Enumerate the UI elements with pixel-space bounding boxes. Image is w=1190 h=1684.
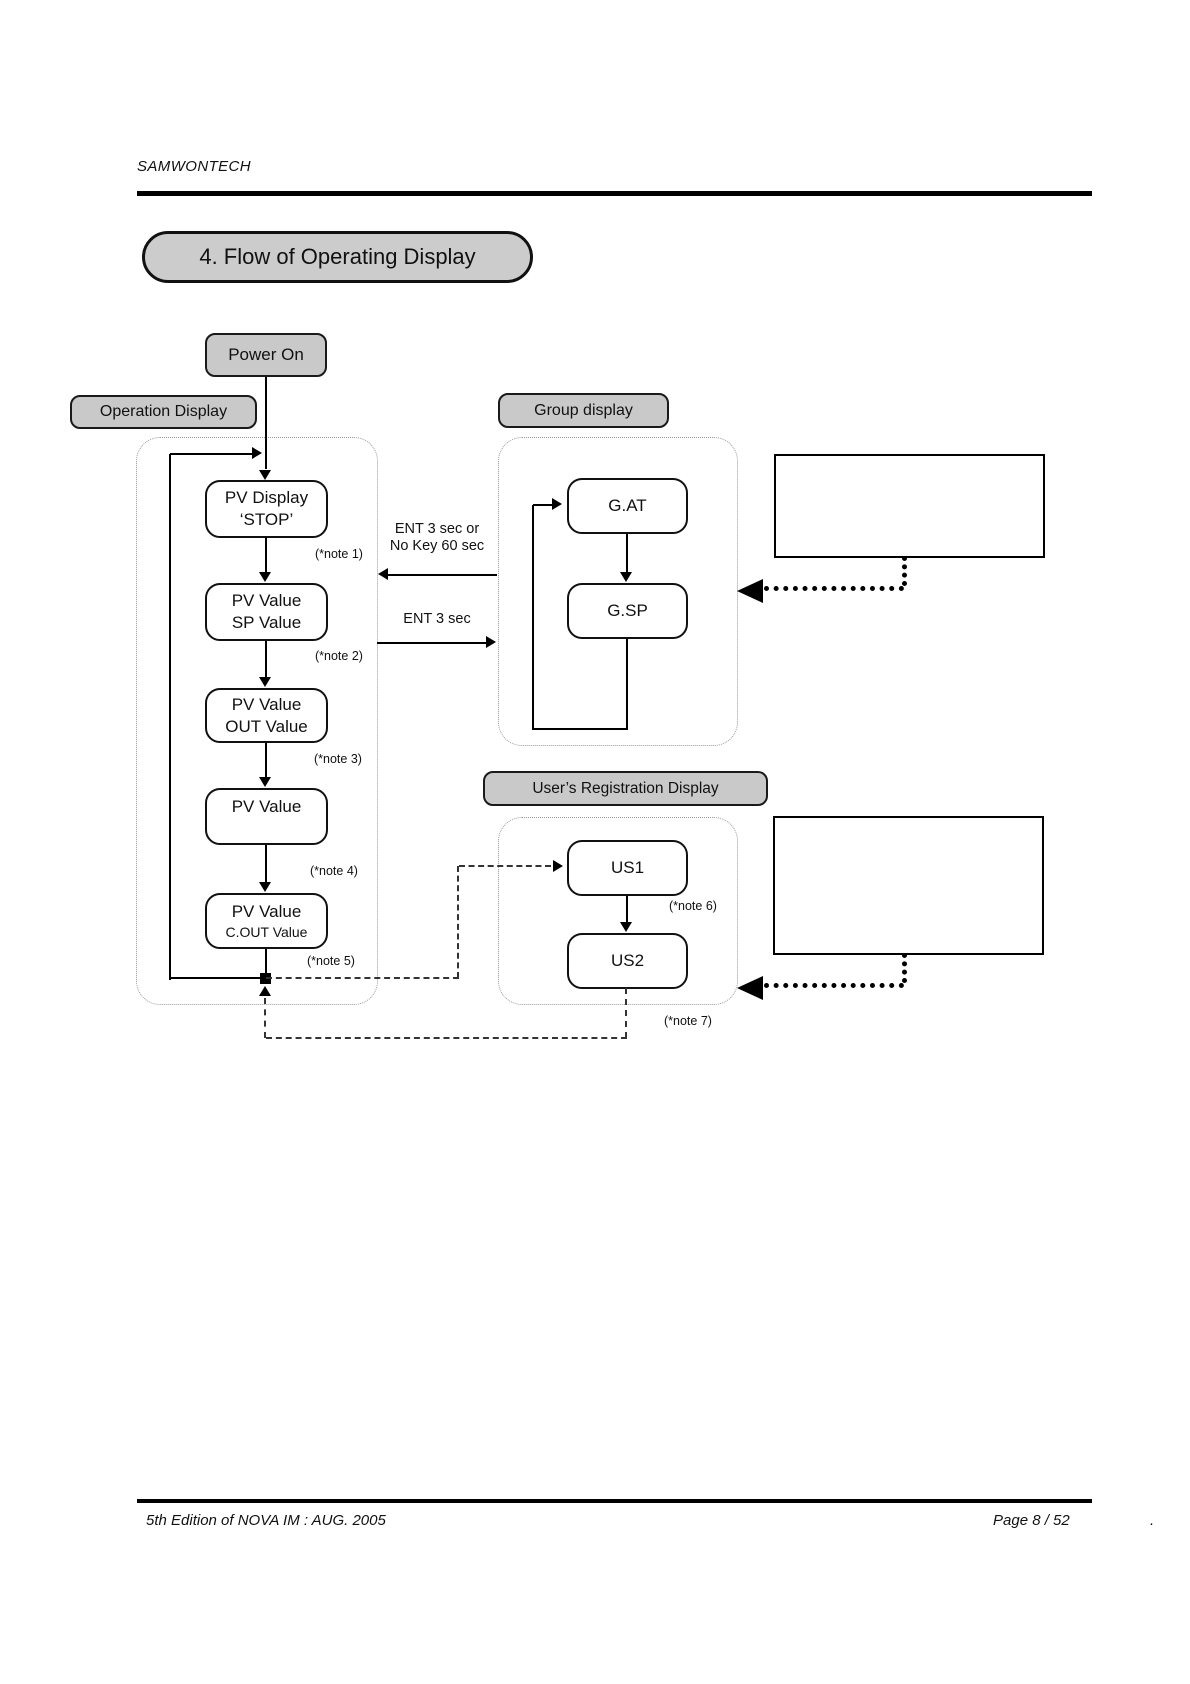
gsp-loop-arrowhead [552,498,562,510]
arrow-4-line [265,845,267,884]
gsp-loop-up-line [532,505,534,730]
gsp-node: G.SP [567,583,688,639]
pv-out-line2: OUT Value [225,716,308,736]
operation-display-label: Operation Display [70,395,257,429]
footer-rule [137,1499,1092,1503]
power-on-arrow-line [265,377,267,469]
dashed-us1-entry-line [459,865,551,867]
ent-left-line [388,574,497,576]
ref-arrow-top-head [737,579,763,603]
ent-right-line [377,642,487,644]
ref-arrow-top-vertical [902,556,907,586]
ref-arrow-bottom-head [737,976,763,1000]
dashed-return-arrowhead [259,986,271,996]
loop-bottom-line [170,977,262,979]
loop-top-arrowhead [252,447,262,459]
ent-left-arrowhead [378,568,388,580]
ent-or-label: ENT 3 sec or No Key 60 sec [377,521,497,555]
pv-out-line1: PV Value [231,694,302,714]
footer-page-number: Page 8 / 52 [993,1512,1070,1529]
pv-display-line2: ‘STOP’ [239,510,294,529]
ent-right-arrowhead [486,636,496,648]
users-registration-label: User’s Registration Display [483,771,768,806]
us1-us2-arrowhead [620,922,632,932]
ent-or-label-line2: No Key 60 sec [389,538,485,554]
pv-cout-line1: PV Value [231,901,302,921]
users-registration-container [498,817,738,1005]
arrow-3-line [265,743,267,779]
operation-display-container [136,437,378,1005]
pv-sp-line1: PV Value [231,591,302,610]
ref-arrow-bottom-horizontal [764,983,904,988]
pv-value-node: PV Value [205,788,328,845]
dashed-us2-return-v2 [264,998,266,1038]
note-2: (*note 2) [315,649,363,663]
note-4: (*note 4) [310,864,358,878]
arrow-4-head [259,882,271,892]
dashed-us2-return-v1 [625,988,627,1038]
gat-gsp-arrowhead [620,572,632,582]
power-on-arrowhead [259,470,271,480]
dashed-us1-arrowhead [553,860,563,872]
footer-dot: . [1150,1512,1155,1529]
arrow-1-head [259,572,271,582]
note-5: (*note 5) [307,954,355,968]
pv-display-stop-node: PV Display ‘STOP’ [205,480,328,538]
note-7: (*note 7) [664,1014,712,1028]
us2-node: US2 [567,933,688,989]
gat-gsp-line [626,534,628,574]
loop-left-line [169,454,171,980]
us1-node: US1 [567,840,688,896]
arrow-2-head [259,677,271,687]
footer-edition: 5th Edition of NOVA IM : AUG. 2005 [146,1512,386,1529]
note-1: (*note 1) [315,547,363,561]
power-on-node: Power On [205,333,327,377]
loop-top-line [170,453,252,455]
us1-us2-line [626,896,628,924]
ent-or-label-line1: ENT 3 sec or [394,521,480,537]
group-display-label: Group display [498,393,669,428]
user-note-rectangle [773,816,1044,955]
gsp-loop-top-line [533,504,553,506]
group-note-rectangle [774,454,1045,558]
note-3: (*note 3) [314,752,362,766]
dashed-junction-to-us1-v [457,866,459,978]
pv-value-line1: PV Value [231,797,302,816]
section-title: 4. Flow of Operating Display [142,231,533,283]
pv-display-line1: PV Display [224,488,309,507]
ref-arrow-top-horizontal [764,586,904,591]
note-6: (*note 6) [669,899,717,913]
loop-junction-node [260,973,271,984]
pv-sp-line2: SP Value [231,613,302,632]
pv-cout-line2: C.OUT Value [225,923,308,940]
gat-node: G.AT [567,478,688,534]
arrow-2-line [265,641,267,679]
arrow-5-line [265,949,267,975]
gsp-loop-down-line [626,639,628,730]
gsp-loop-bottom-line [532,728,627,730]
header-rule [137,191,1092,196]
pv-out-node: PV Value OUT Value [205,688,328,743]
pv-cout-node: PV Value C.OUT Value [205,893,328,949]
brand-text: SAMWONTECH [137,158,251,175]
arrow-1-line [265,537,267,574]
arrow-3-head [259,777,271,787]
pv-sp-node: PV Value SP Value [205,583,328,641]
ref-arrow-bottom-vertical [902,953,907,983]
dashed-junction-to-us1-h [266,977,459,979]
ent-3sec-label: ENT 3 sec [403,611,471,627]
dashed-us2-return-h [266,1037,627,1039]
